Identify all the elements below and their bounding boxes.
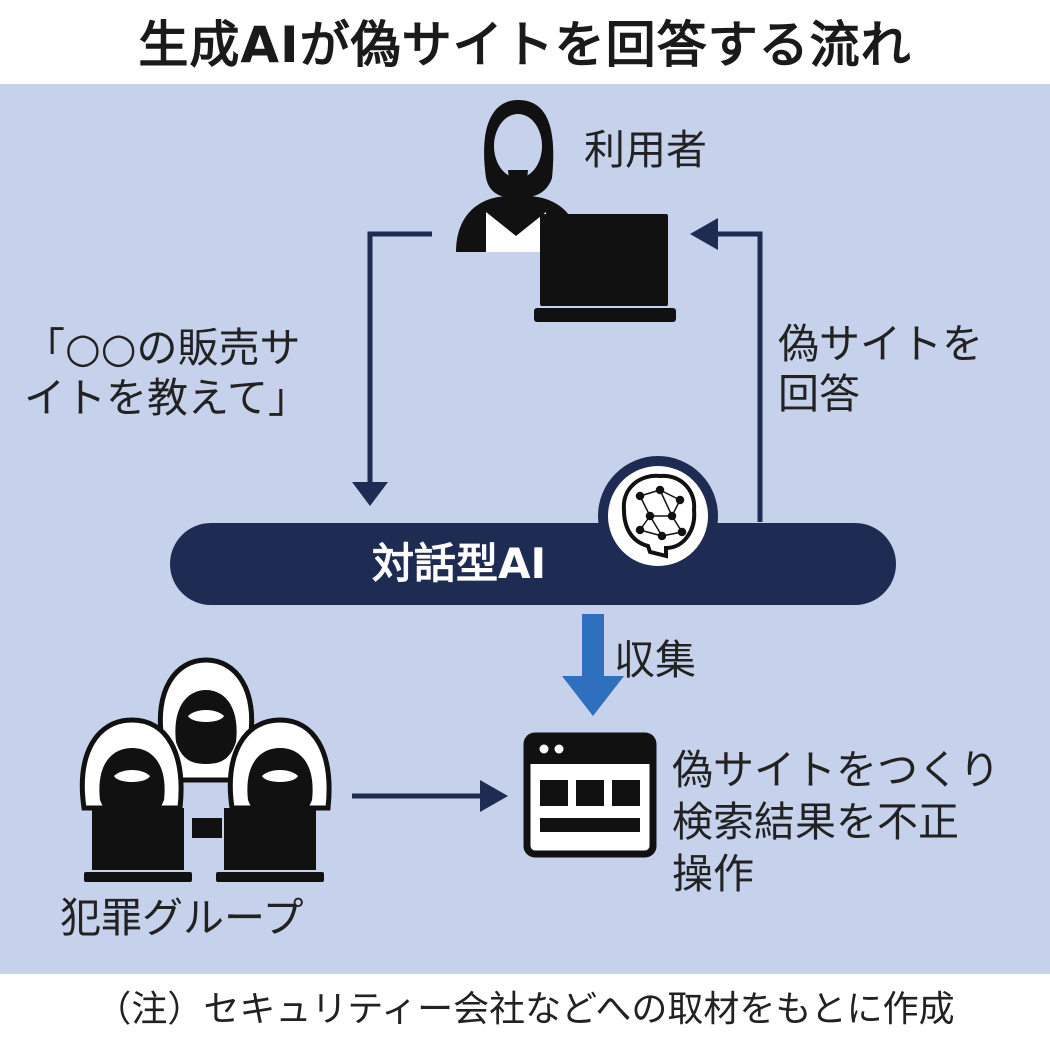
criminal-group-label: 犯罪グループ [60,894,304,942]
collect-arrow [562,614,624,716]
query-arrow [352,231,432,506]
answer-arrow [690,218,763,522]
manipulate-arrow [352,780,508,812]
answer-label-line2: 回答 [778,370,860,418]
website-icon [523,732,657,858]
page-title: 生成AIが偽サイトを回答する流れ [138,16,912,74]
source-note: （注）セキュリティー会社などへの取材をもとに作成 [95,989,955,1030]
criminal-group-icon [79,657,332,882]
collect-label: 収集 [614,636,696,684]
user-icon [456,100,676,322]
fake-label-line2: 検索結果を不正 [672,798,959,846]
brain-icon [598,456,718,576]
query-label-line2: イトを教えて」 [24,374,309,422]
user-label: 利用者 [584,126,707,174]
fake-label-line1: 偽サイトをつくり [672,746,1000,794]
fake-label-line3: 操作 [672,850,754,898]
ai-label: 対話型AI [372,539,547,588]
ai-pill [170,523,896,605]
query-label-line1: 「○○の販売サ [24,324,301,372]
answer-label-line1: 偽サイトを [778,320,983,368]
